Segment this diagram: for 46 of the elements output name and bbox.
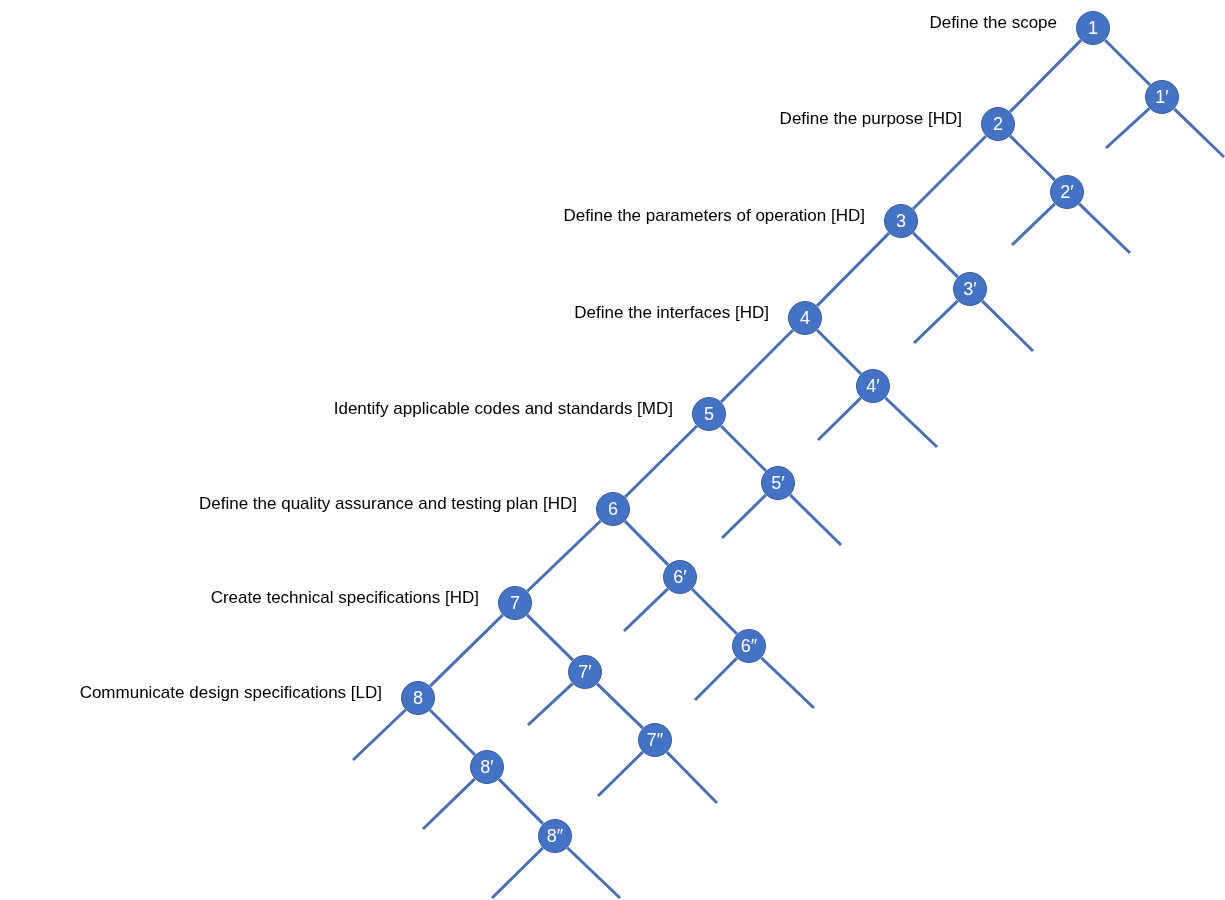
step-label: Communicate design specifications [LD] — [79, 684, 382, 701]
connector-line — [719, 424, 768, 473]
connector-line — [526, 682, 574, 727]
connector-line — [566, 846, 622, 900]
connector-line — [816, 396, 862, 442]
connector-line — [760, 656, 816, 710]
connector-line — [490, 846, 544, 900]
connector-line — [1173, 107, 1225, 159]
connector-line — [497, 778, 545, 825]
connector-line — [911, 134, 988, 211]
connector-line — [815, 328, 863, 376]
connector-line — [1010, 202, 1056, 247]
connector-line — [912, 231, 959, 279]
connector-line — [690, 587, 739, 636]
connector-line — [596, 750, 644, 798]
connector-line — [1009, 134, 1056, 182]
connector-line — [624, 424, 698, 499]
connector-line — [526, 519, 602, 593]
connector-line — [789, 493, 843, 547]
connector-line — [623, 520, 670, 566]
connector-line — [429, 613, 504, 688]
step-label: Identify applicable codes and standards [MD] — [333, 400, 673, 417]
connector-line — [981, 299, 1035, 353]
connector-line — [421, 777, 476, 831]
connector-line — [1103, 38, 1152, 87]
step-label: Define the quality assurance and testing plan [HD] — [199, 495, 577, 512]
connector-line — [428, 708, 477, 757]
connector-line — [1008, 39, 1083, 113]
connector-line — [719, 328, 795, 404]
connector-line — [351, 708, 407, 762]
connector-line — [693, 656, 739, 702]
step-label: Define the purpose [HD] — [779, 110, 962, 127]
connector-line — [622, 587, 669, 633]
connector-line — [815, 232, 891, 307]
step-label: Define the parameters of operation [HD] — [563, 207, 865, 224]
connector-line — [1078, 202, 1132, 255]
step-label: Define the scope — [929, 14, 1057, 31]
step-label: Define the interfaces [HD] — [574, 304, 769, 321]
step-label: Create technical specifications [HD] — [210, 589, 479, 606]
connector-line — [596, 682, 644, 730]
connector-line — [720, 493, 767, 540]
connector-line — [912, 299, 959, 345]
connector-line — [1105, 107, 1151, 150]
connector-line — [884, 396, 939, 449]
connector-line — [526, 613, 574, 662]
connector-line — [665, 751, 719, 805]
